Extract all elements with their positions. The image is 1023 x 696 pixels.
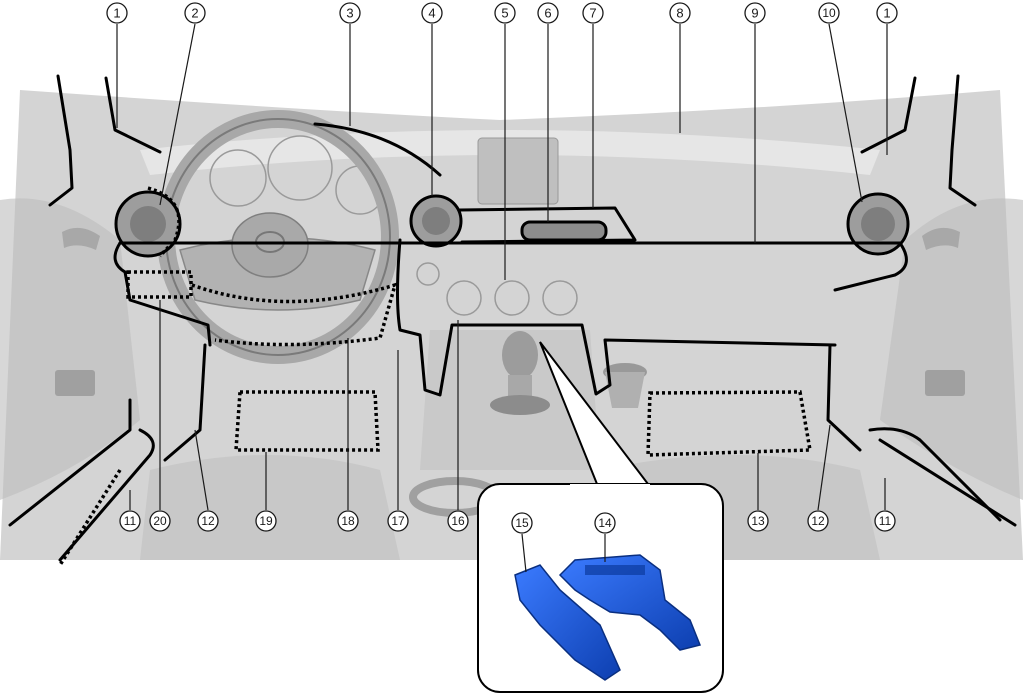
callout-label: 1 (113, 6, 120, 21)
callout-label: 2 (191, 6, 198, 21)
callout-7: 7 (582, 2, 604, 24)
leader-lines (116, 23, 888, 573)
callout-12-left: 12 (197, 510, 219, 532)
callout-6: 6 (537, 2, 559, 24)
part-outlines (8, 74, 1017, 562)
callout-label: 19 (259, 514, 273, 528)
callout-15: 15 (511, 512, 533, 534)
callout-12-right: 12 (807, 510, 829, 532)
callout-label: 16 (451, 514, 465, 528)
callout-label: 1 (883, 6, 890, 21)
callout-18: 18 (337, 510, 359, 532)
callout-4: 4 (421, 2, 443, 24)
callout-2: 2 (184, 2, 206, 24)
callout-label: 8 (676, 6, 683, 21)
air-vents (114, 190, 910, 258)
inset-detail (477, 341, 724, 693)
callout-5: 5 (494, 2, 516, 24)
callout-11-left: 11 (119, 510, 141, 532)
part-14-shape (558, 554, 702, 651)
callout-label: 15 (515, 516, 529, 530)
inset-callouts: 15 14 (511, 512, 616, 534)
callout-label: 6 (544, 6, 551, 21)
callout-label: 12 (811, 514, 825, 528)
callout-9: 9 (744, 2, 766, 24)
callout-label: 13 (751, 514, 765, 528)
callout-label: 5 (501, 6, 508, 21)
callout-11-right: 11 (874, 510, 896, 532)
bottom-callouts: 11 20 12 19 18 17 16 13 12 11 (119, 510, 896, 532)
callout-label: 20 (153, 514, 167, 528)
callout-label: 14 (598, 516, 612, 530)
callout-14: 14 (594, 512, 616, 534)
callout-label: 11 (124, 514, 137, 528)
callout-label: 4 (428, 6, 435, 21)
callout-label: 17 (391, 514, 405, 528)
callout-16: 16 (447, 510, 469, 532)
callout-label: 10 (822, 6, 836, 20)
callout-3: 3 (339, 2, 361, 24)
callout-label: 18 (341, 514, 355, 528)
callout-8: 8 (669, 2, 691, 24)
callout-19: 19 (255, 510, 277, 532)
callout-1-left: 1 (106, 2, 128, 24)
callout-20: 20 (149, 510, 171, 532)
callout-label: 11 (879, 514, 892, 528)
callout-1-right: 1 (876, 2, 898, 24)
part-15-shape (514, 564, 621, 681)
hidden-part-outlines (58, 186, 813, 566)
callout-10: 10 (818, 2, 840, 24)
callout-label: 12 (201, 514, 215, 528)
center-vent (520, 220, 608, 242)
callout-label: 3 (346, 6, 353, 21)
callout-label: 9 (751, 6, 758, 21)
callout-label: 7 (589, 6, 596, 21)
callout-17: 17 (387, 510, 409, 532)
callout-13: 13 (747, 510, 769, 532)
top-callouts: 1 2 3 4 5 6 7 8 9 10 1 (106, 2, 898, 24)
